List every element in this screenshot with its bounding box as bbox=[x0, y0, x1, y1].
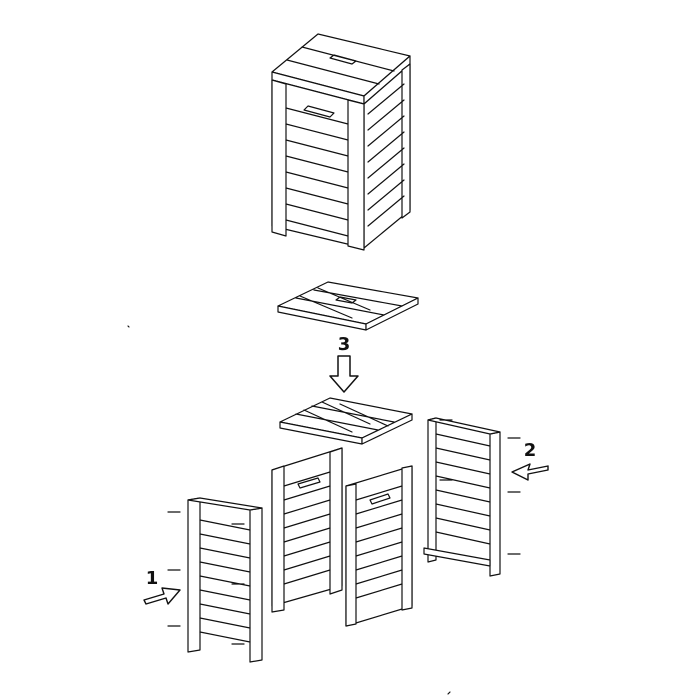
step-3-arrow bbox=[329, 355, 359, 393]
base-lower bbox=[279, 397, 413, 445]
right-side-panel bbox=[423, 417, 521, 577]
front-panel bbox=[271, 447, 343, 613]
step-3-label: 3 bbox=[338, 334, 351, 355]
left-side-panel bbox=[167, 497, 263, 663]
speck-mark bbox=[447, 691, 451, 695]
step-1-arrow bbox=[143, 587, 181, 605]
lid-upper bbox=[277, 281, 419, 331]
speck-mark bbox=[127, 325, 130, 328]
step-1-label: 1 bbox=[146, 568, 159, 589]
assembled-box bbox=[271, 33, 411, 251]
back-panel bbox=[345, 465, 413, 627]
step-2-label: 2 bbox=[524, 440, 537, 461]
step-2-arrow bbox=[511, 463, 549, 481]
